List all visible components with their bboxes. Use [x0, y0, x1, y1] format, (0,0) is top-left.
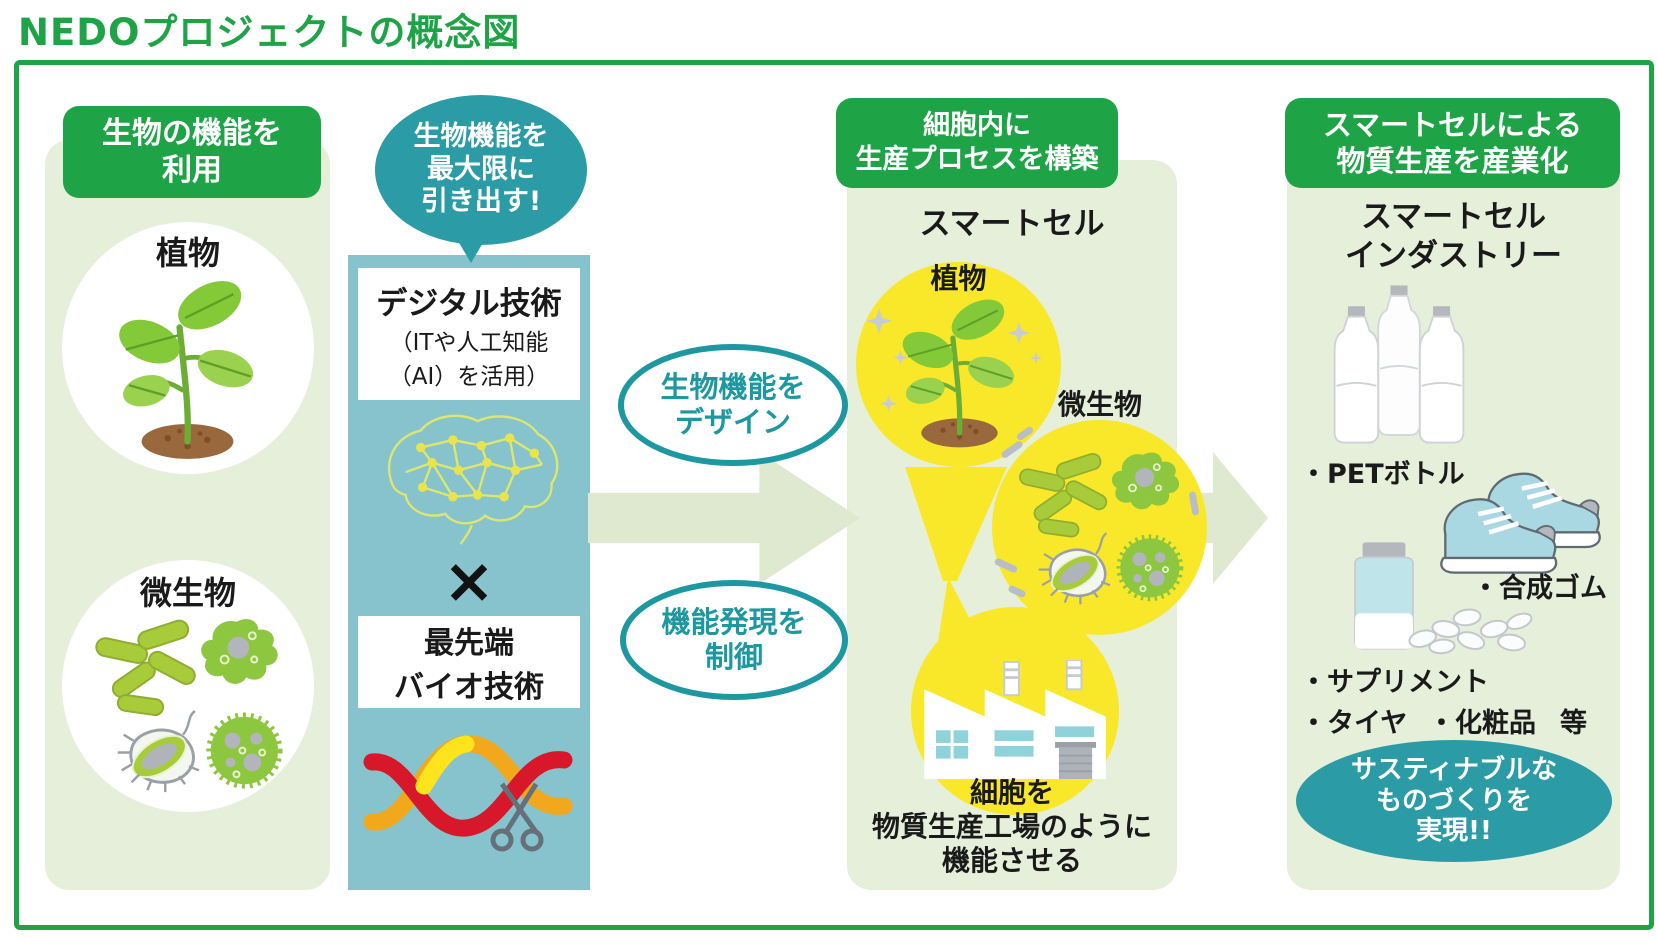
bio-tech-line1: 最先端 — [424, 626, 514, 661]
digital-tech-sub2: （AI）を活用） — [388, 363, 550, 390]
control-line1: 機能発現を — [661, 605, 807, 640]
digital-tech-sub1: （ITや人工知能 — [389, 329, 549, 356]
cross-symbol: × — [443, 544, 495, 617]
plant-icon — [105, 272, 270, 462]
plant-icon-small — [892, 292, 1027, 450]
industry-label: スマートセル インダストリー — [1287, 198, 1620, 276]
sparkle-icon — [866, 308, 892, 334]
goal-line1: サスティナブルな — [1351, 754, 1557, 785]
design-line1: 生物機能を — [660, 370, 806, 405]
sparkle-icon — [1030, 352, 1042, 364]
smart-cell-label: スマートセル — [919, 206, 1105, 242]
plant-label: 植物 — [155, 234, 220, 272]
control-oval: 機能発現を 制御 — [620, 580, 848, 700]
digital-tech-box: デジタル技術 （ITや人工知能 （AI）を活用） — [358, 268, 580, 400]
bio-tech-line2: バイオ技術 — [394, 670, 544, 705]
panel3-header-line2: 生産プロセスを構築 — [855, 144, 1099, 175]
factory-caption: 細胞を 物質生産工場のように 機能させる — [847, 776, 1177, 878]
cell-beam-shape — [905, 467, 1007, 581]
panel3-header: 細胞内に 生産プロセスを構築 — [836, 98, 1118, 188]
bubble-line3: 引き出す! — [420, 186, 542, 218]
brain-network-icon — [362, 404, 578, 546]
item-rubber-label: ・合成ゴム — [1472, 573, 1607, 604]
factory-caption-line1: 細胞を — [969, 776, 1054, 809]
goal-line2: ものづくりを — [1375, 785, 1532, 816]
dna-scissors-icon — [360, 714, 580, 859]
panel1-header-line2: 利用 — [162, 153, 222, 188]
panel1-header: 生物の機能を 利用 — [63, 106, 321, 198]
item-tire-label: ・タイヤ — [1300, 708, 1408, 739]
factory-icon — [918, 660, 1114, 782]
digital-tech-title: デジタル技術 — [376, 285, 562, 322]
item-etc-label: 等 — [1560, 708, 1587, 739]
panel3-header-line1: 細胞内に — [923, 110, 1031, 142]
microbe-label: 微生物 — [139, 574, 236, 612]
speech-bubble-tail — [455, 236, 487, 263]
panel1-header-line1: 生物の機能を — [102, 115, 282, 151]
panel4-header-line2: 物質生産を産業化 — [1336, 144, 1569, 178]
smart-cell-plant-label: 植物 — [930, 262, 987, 295]
sparkle-icon — [880, 395, 897, 412]
page-title: NEDOプロジェクトの概念図 — [18, 11, 521, 54]
item-pet-label: ・PETボトル — [1300, 459, 1465, 490]
microbes-icon — [82, 614, 292, 802]
bio-tech-box: 最先端 バイオ技術 — [358, 616, 580, 708]
sparkle-icon — [1008, 322, 1030, 344]
bubble-line2: 最大限に — [427, 153, 535, 185]
smart-cell-microbe-circle — [992, 420, 1207, 635]
pet-bottles-icon — [1328, 280, 1470, 448]
speech-bubble: 生物機能を 最大限に 引き出す! — [375, 95, 587, 245]
control-line2: 制御 — [704, 640, 763, 674]
sparkle-icon — [893, 350, 908, 365]
factory-caption-line2: 物質生産工場のように — [871, 810, 1152, 843]
bubble-line1: 生物機能を — [413, 120, 549, 152]
industry-line2: インダストリー — [1345, 238, 1562, 274]
design-line2: デザイン — [674, 405, 791, 439]
item-supplement-label: ・サプリメント — [1300, 667, 1489, 698]
panel4-header: スマートセルによる 物質生産を産業化 — [1285, 98, 1620, 188]
goal-line3: 実現!! — [1416, 816, 1492, 847]
pills-icon — [1402, 600, 1540, 658]
factory-caption-line3: 機能させる — [941, 844, 1082, 877]
goal-ellipse: サスティナブルな ものづくりを 実現!! — [1296, 740, 1612, 862]
panel4-header-line1: スマートセルによる — [1322, 107, 1583, 142]
item-cosmetics-label: ・化粧品 — [1428, 708, 1536, 739]
microbes-icon-small — [1012, 448, 1187, 613]
design-oval: 生物機能を デザイン — [618, 344, 848, 466]
industry-line1: スマートセル — [1360, 199, 1547, 235]
smart-cell-microbe-label: 微生物 — [1057, 388, 1142, 421]
